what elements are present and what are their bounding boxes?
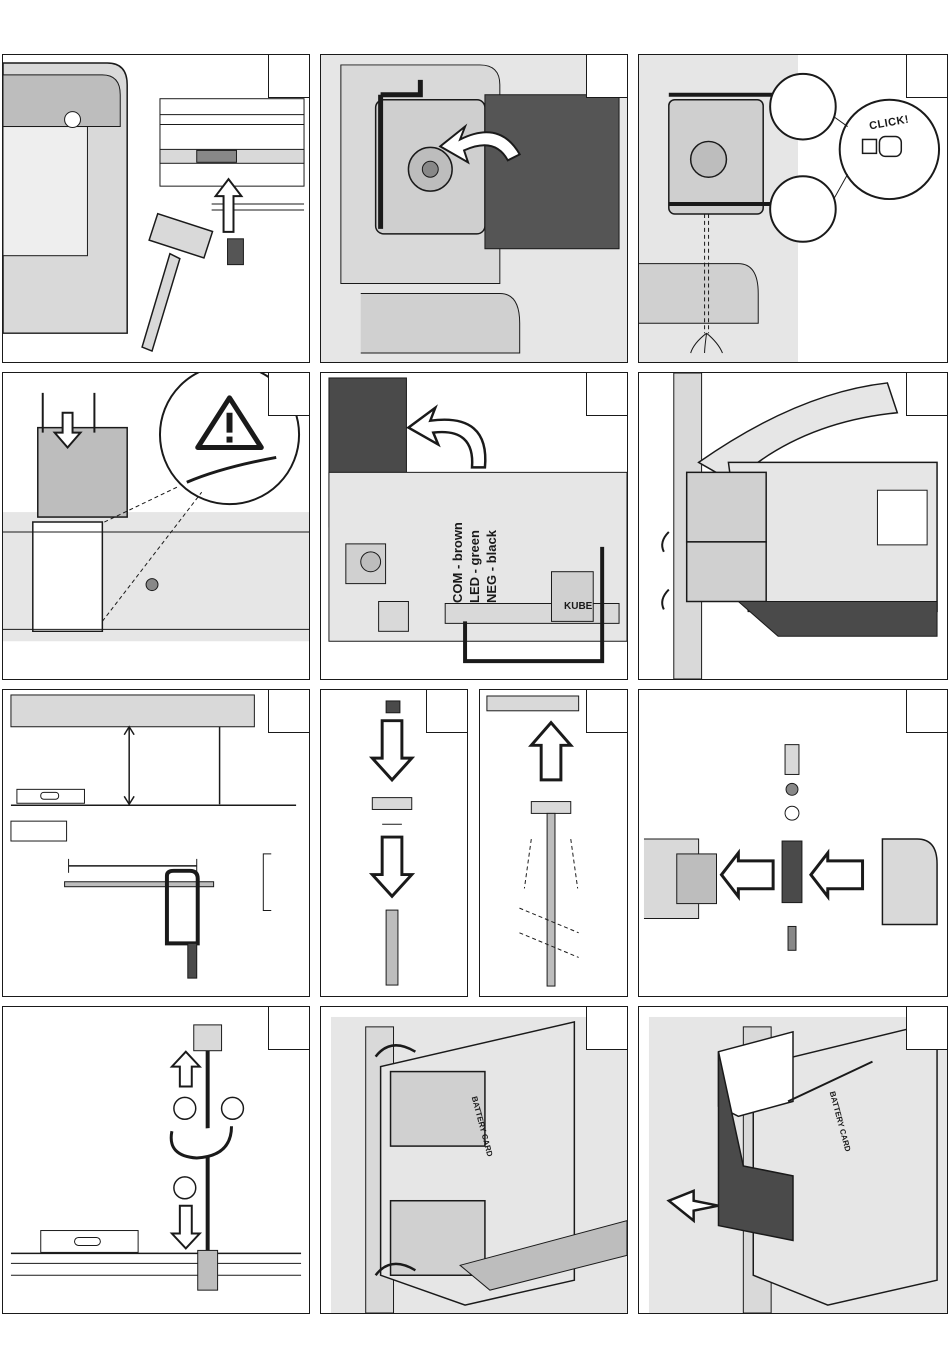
step-3-illustration (639, 55, 947, 362)
step-12-illustration (639, 1007, 947, 1313)
step-panel-11: BATTERY CARD (320, 1006, 628, 1314)
step-6-illustration (639, 373, 947, 679)
step-9-illustration (639, 690, 947, 996)
step-panel-5: COM - brown LED - green NEG - black KUBE (320, 372, 628, 680)
step-number-tab (268, 1006, 310, 1050)
step-panel-8b (479, 689, 628, 997)
step-panel-1 (2, 54, 310, 363)
step-number-tab (268, 689, 310, 733)
step-number-tab (586, 372, 628, 416)
step-number-tab (906, 689, 948, 733)
step-7-illustration (3, 690, 309, 996)
step-panel-7 (2, 689, 310, 997)
hammer-icon (142, 214, 212, 351)
wire-label-com: COM - brown (449, 522, 466, 603)
step-panel-2 (320, 54, 628, 363)
kube-module-label: KUBE (564, 601, 592, 612)
step-number-tab (586, 1006, 628, 1050)
wire-color-labels: COM - brown LED - green NEG - black (449, 522, 500, 603)
step-2-illustration (321, 55, 627, 362)
wire-label-led: LED - green (466, 522, 483, 603)
step-panel-10 (2, 1006, 310, 1314)
step-number-tab (586, 54, 628, 98)
step-panel-6 (638, 372, 948, 680)
step-number-tab (586, 689, 628, 733)
step-panel-9 (638, 689, 948, 997)
wire-label-neg: NEG - black (483, 522, 500, 603)
spirit-level-icon (17, 789, 85, 803)
spirit-level-icon (41, 1231, 138, 1253)
curved-arrow-icon (408, 408, 485, 468)
step-4-illustration (3, 373, 309, 679)
step-1-illustration (3, 55, 309, 362)
step-panel-4 (2, 372, 310, 680)
step-panel-8a (320, 689, 468, 997)
step-11-illustration (321, 1007, 627, 1313)
step-10-illustration (3, 1007, 309, 1313)
step-number-tab (906, 372, 948, 416)
step-number-tab (906, 1006, 948, 1050)
step-number-tab (906, 54, 948, 98)
step-number-tab (268, 54, 310, 98)
step-number-tab (268, 372, 310, 416)
step-8a-illustration (321, 690, 467, 996)
step-panel-12: BATTERY CARD (638, 1006, 948, 1314)
step-panel-3: CLICK! (638, 54, 948, 363)
step-8b-illustration (480, 690, 627, 996)
step-number-tab (426, 689, 468, 733)
